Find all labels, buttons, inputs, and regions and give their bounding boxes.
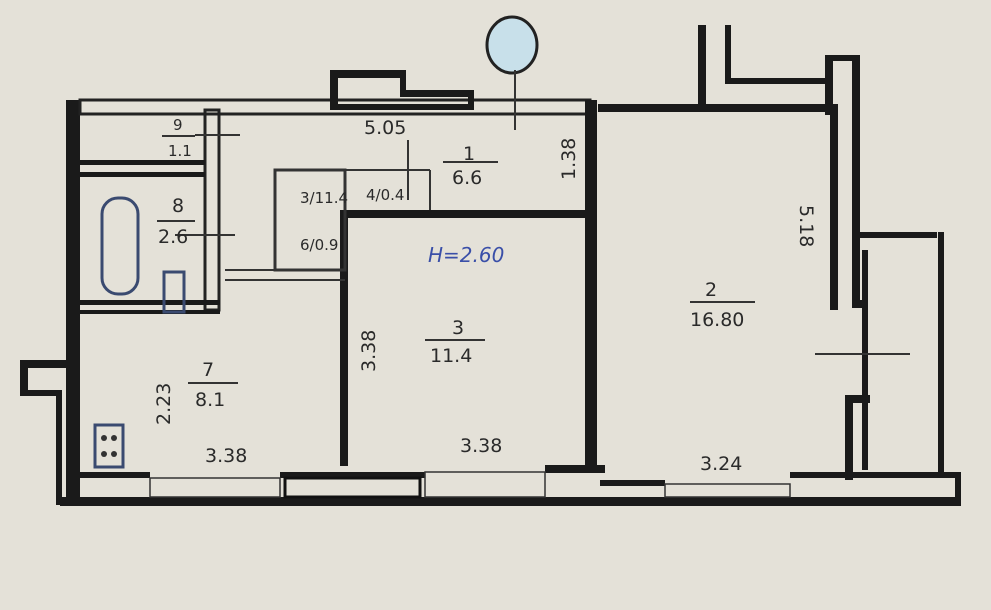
room-8-number: 8	[172, 195, 184, 217]
room-4-label: 4/0.4	[366, 186, 404, 204]
room-2-depth: 5.18	[795, 205, 817, 247]
room-2-width: 3.24	[700, 453, 742, 475]
room-3-width: 3.38	[460, 435, 502, 457]
room-5-label: 3/11.4	[300, 189, 348, 207]
room-6-label: 6/0.9	[300, 236, 338, 254]
walls	[20, 15, 961, 506]
ceiling-height: H=2.60	[428, 243, 504, 267]
hall-width: 1.38	[558, 138, 580, 180]
room-3-area: 11.4	[430, 345, 472, 367]
room-3-depth: 3.38	[358, 330, 380, 372]
room-7-number: 7	[202, 359, 214, 381]
room-2-area: 16.80	[690, 309, 744, 331]
room-1-area: 6.6	[452, 167, 482, 189]
hall-length: 5.05	[364, 117, 406, 139]
room-9-area: 1.1	[168, 142, 192, 160]
room-2-number: 2	[705, 279, 717, 301]
room-8-area: 2.6	[158, 226, 188, 248]
room-3-number: 3	[452, 317, 464, 339]
room-1-number: 1	[463, 143, 475, 165]
room-9-number: 9	[173, 116, 183, 134]
room-7-width: 3.38	[205, 445, 247, 467]
room-7-area: 8.1	[195, 389, 225, 411]
labels: 9 1.1 8 2.6 5.05 1 6.6 1.38 4/0.4 3/11.4…	[153, 116, 817, 475]
room-7-depth: 2.23	[153, 383, 175, 425]
